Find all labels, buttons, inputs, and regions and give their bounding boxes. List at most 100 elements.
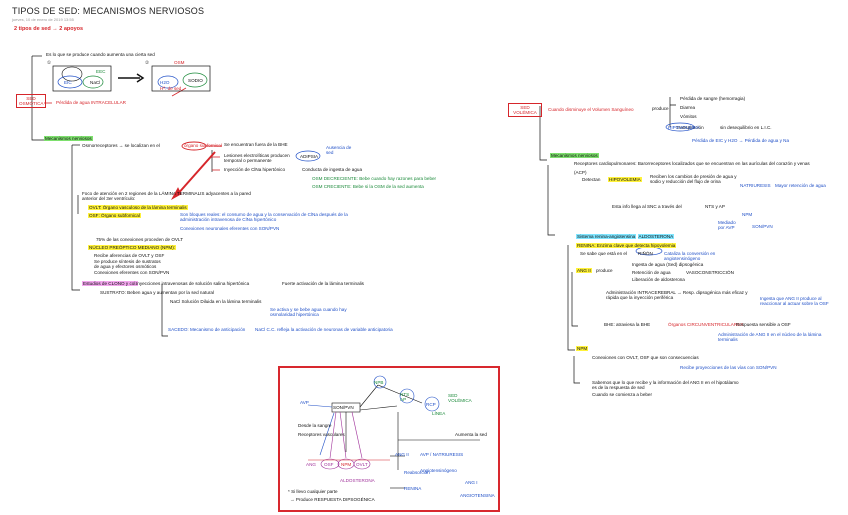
diagram-node-ovlt: OVLT xyxy=(356,462,368,467)
ang-produce: produce xyxy=(596,268,613,273)
box-label-sed: Hª. de sed xyxy=(160,86,182,91)
diagram-lbl-2: LÍNEA xyxy=(432,411,446,416)
ang-item-5: BHE: atraviesa la BHE xyxy=(604,322,651,327)
focus-text: Foco de atención en 2 regiones de la LÁM… xyxy=(82,191,251,202)
diagram-side-4: Aumenta la sed xyxy=(455,432,487,437)
ang-item-5d: Administración de ANG II en el núcleo de… xyxy=(718,332,822,343)
nmp-item-3: Conexiones eferentes con SON/PVN xyxy=(94,270,170,275)
left-mech-title: Mecanismos nerviosos xyxy=(44,136,93,141)
diagram-center: SON/PVN xyxy=(333,405,354,410)
studies-item-1b: Fuerte activación de la lámina terminali… xyxy=(282,281,364,286)
diagram-side-3: Receptores vasculares xyxy=(298,432,345,437)
box-label-eec: EEC xyxy=(96,69,106,74)
sed-osmotica-label: SED OSMÓTICA xyxy=(16,94,46,109)
sacedo-detail: NaCl C.C. refleja la activación de neuro… xyxy=(255,327,393,332)
nacl-text: NaCl Solución Diluida en la lámina termi… xyxy=(170,299,262,304)
renina-detail: Se sabe que está en el xyxy=(580,251,627,256)
diagram-node-ang2: ANG II xyxy=(395,452,409,457)
box-label-osm: OSM xyxy=(174,60,185,65)
sed-volemica-label: SED VOLÉMICA xyxy=(508,103,542,118)
renina-convert: Cataliza la conversión en angiotensinóge… xyxy=(664,251,716,262)
diagram-footer-2: → Produce RESPUESTA DIPSOGÉNICA xyxy=(290,497,375,502)
adipsia-label: ADIPSIA xyxy=(300,154,319,159)
ralo-aldo: ALDOSTERONA xyxy=(637,234,675,239)
diagram-lbl-3: Angiotensinógeno xyxy=(420,468,457,473)
acp-label: (ACP) xyxy=(574,170,587,175)
ralo-title: Sistema renina-angiotensina xyxy=(576,234,637,239)
npm-section-2: Sabemos que lo que recibe y la informaci… xyxy=(592,380,739,391)
nacl-detail: Se activa y se bebe agua cuando hay osmo… xyxy=(270,307,347,318)
baro-text: Receptores cardiopulmonares: Barorrecept… xyxy=(574,161,810,166)
natriuresis-label: NATRIURESIS xyxy=(740,183,771,188)
page-tag: 2 tipos de sed → 2 apoyos xyxy=(14,26,84,32)
page-date: jueves, 10 de enero de 2019 13:55 xyxy=(12,17,74,22)
osm-definition: Pérdida de agua INTRACELULAR xyxy=(56,100,126,105)
sacedo-text: SACEDO: Mecanismo de anticipación xyxy=(168,327,246,332)
renina-organ: RIÑÓN xyxy=(638,251,653,256)
diagram-lbl-4: RENINA xyxy=(404,486,422,491)
ntc-label: NTS y AP xyxy=(705,204,725,209)
npm-section-1: Conexiones con OVLT, OSF que son consecu… xyxy=(592,355,699,360)
pct-text: 75% de las conexiones proceden de OVLT xyxy=(96,237,183,242)
produce-item-3: Vómitos xyxy=(680,114,697,119)
studies-title: Estudios de CLONO y col. xyxy=(82,281,138,286)
produce-label: produce xyxy=(652,106,669,111)
ang-item-4b: Ingesta que ANG II produce al reaccionar… xyxy=(760,296,829,307)
natriuresis-detail: Mayor retención de agua xyxy=(775,183,826,188)
nmp-title: NÚCLEO PREÓPTICO MEDIANO (NPM): xyxy=(88,245,177,250)
ang-item-2b: VASOCONSTRICCIÓN xyxy=(686,270,734,275)
intro-text: Es lo que se produce cuando aumenta una … xyxy=(46,52,155,57)
ang-item-1: Ingesta de agua (Sed) dipsogénica xyxy=(632,262,704,267)
sustrato-text: SUSTRATO: Beben agua y aumentan por la s… xyxy=(100,290,214,295)
via-text: Esta info llega al SNC a través del xyxy=(612,204,682,209)
ovlt-text: OVLT: Órgano vasculoso de la lámina term… xyxy=(88,205,188,210)
diagram-node-avp: AVP xyxy=(300,400,309,405)
nmp-item-1: Recibe aferencias de OVLT y OSF xyxy=(94,253,165,258)
vol-definition: Cuando disminuye el Volumen Sanguíneo xyxy=(548,107,634,112)
detect-label: Detectan xyxy=(582,177,601,182)
hipovolemia-label: HIPOVOLEMIA xyxy=(608,177,642,182)
produce-item-2: Diarrea xyxy=(680,105,696,110)
nmp-item-2: Se produce síntesis de sustratos de agua… xyxy=(94,259,161,270)
adipsia-desc: Ausencia de sed xyxy=(326,145,352,156)
ang-item-3: Liberación de aldosterona xyxy=(632,277,685,282)
osmo-item-2: Lesiones electrolíticas producen tempora… xyxy=(224,153,290,164)
osmo-item-1: Se encuentran fuera de la BHE xyxy=(224,142,288,147)
page-title: TIPOS DE SED: MECANISMOS NERVIOSOS xyxy=(12,6,205,16)
npm-section-title: NPM xyxy=(576,346,589,351)
box2-number: ② xyxy=(145,60,150,65)
ang-title: ANG II xyxy=(576,268,592,273)
osmo-item-3b: Conducta de ingesta de agua xyxy=(302,167,363,172)
diagram-node-npm: NPM xyxy=(341,462,352,467)
produce-item-1: Pérdida de sangre (hemorragia) xyxy=(680,96,746,101)
box-label-h2o: H2O xyxy=(160,80,170,85)
box-label-eic: EIC xyxy=(64,80,72,85)
hipovolemia-tag: HIPOVOLEMIA xyxy=(668,125,700,130)
osmo-creciente: OSM CRECIENTE: Bebe si la OSM de la sed … xyxy=(312,184,424,189)
box-label-sodio: SODIO xyxy=(188,78,203,83)
diagram-lbl-7: ALDOSTERONA xyxy=(340,478,375,483)
produce-item-4: Transpiración xyxy=(676,125,704,130)
right-mech-title: Mecanismos nerviosos xyxy=(550,153,599,158)
npm-section-2b: Cuando se comienza a beber xyxy=(592,392,653,397)
diagram-footer-1: * Si llevo cualquier parte xyxy=(288,489,338,494)
diagram-node-osf: OSF xyxy=(324,462,334,467)
ang-item-4: Administración INTRACEREBRAL → Resp. dip… xyxy=(606,290,748,301)
diagram-node-npb: NPB xyxy=(374,380,384,385)
diagram-lbl-8: Reabsorción xyxy=(404,470,430,475)
diagram-side-1: SED VOLÉMICA xyxy=(448,393,472,404)
diagram-node-nts: NTS AP xyxy=(400,392,410,403)
diagram-lbl-1: AVP / NATRIURESIS xyxy=(420,452,464,457)
diagram-lbl-6: ANGIOTENSINA xyxy=(460,493,495,498)
diagram-side-2: Desde la sangre xyxy=(298,423,332,428)
osf-detail-2: Conexiones neuronales eferentes con SON/… xyxy=(180,226,280,231)
studies-item-1: Inyecciones intravenosas de solución sal… xyxy=(136,281,250,286)
box-label-nacl: NaCl xyxy=(90,80,101,85)
detect-detail: Reciben los cambios de presión de agua y… xyxy=(650,174,737,185)
ang-item-5b: Órganos CIRCUNVENTRICULARES xyxy=(668,322,744,327)
diagram-node-rcp: RCP xyxy=(426,402,436,407)
renina-text: RENINA: Enzima clave que detecta hipovol… xyxy=(576,243,677,248)
box1-number: ① xyxy=(47,60,52,65)
ang-item-5c: Respuesta sensible a OSF xyxy=(736,322,791,327)
organ-label: órgano subfornical xyxy=(184,143,222,148)
